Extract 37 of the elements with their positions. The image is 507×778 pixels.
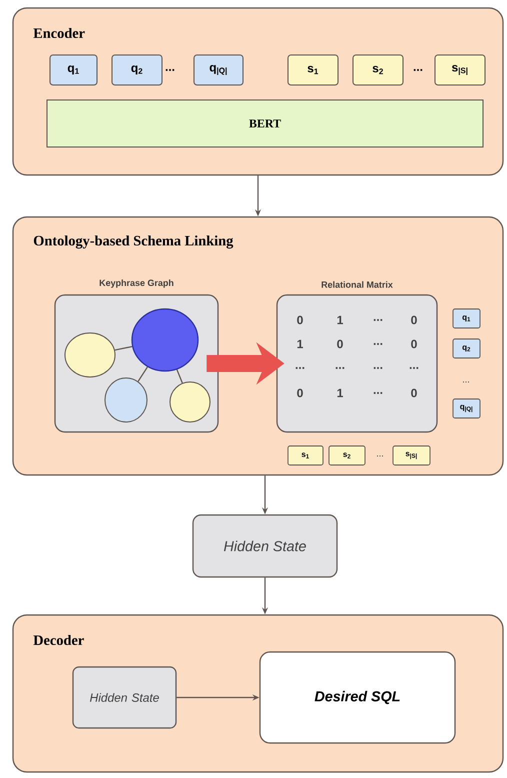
matrix-cell: 0 bbox=[297, 388, 303, 398]
matrix-cell: ... bbox=[374, 367, 382, 369]
matrix-cell: ... bbox=[410, 367, 418, 369]
connector-line bbox=[138, 366, 148, 382]
model-box: BERT bbox=[46, 100, 484, 148]
matrix-cell: 1 bbox=[337, 316, 343, 324]
connector-line bbox=[114, 346, 132, 351]
matrix-cell: ... bbox=[374, 392, 382, 394]
token-box: s$_{2}$ bbox=[352, 54, 404, 86]
ellipsis: ... bbox=[414, 69, 422, 71]
circle bbox=[64, 332, 116, 378]
connector-line bbox=[176, 369, 183, 384]
matrix-cell: ... bbox=[374, 319, 382, 321]
state-box: Hidden State bbox=[192, 514, 338, 578]
matrix-cell: 0 bbox=[411, 388, 417, 398]
matrix-cell: ... bbox=[296, 367, 304, 369]
ellipsis: ... bbox=[166, 69, 174, 71]
circle bbox=[131, 308, 199, 372]
circle bbox=[170, 382, 210, 422]
token-box: q$_{|Q|}$ bbox=[194, 54, 244, 86]
matrix-cell: 0 bbox=[337, 340, 343, 348]
token-box: q$_{2}$ bbox=[112, 54, 162, 86]
output-box: Desired SQL bbox=[259, 651, 456, 744]
matrix-cell: 1 bbox=[297, 340, 303, 348]
matrix-cell: 0 bbox=[411, 340, 417, 348]
token-box: s$_{|S|}$ bbox=[434, 54, 486, 86]
matrix-cell: ... bbox=[336, 367, 344, 369]
matrix-cell: 0 bbox=[297, 316, 303, 324]
node-label: Keyphrase Graph bbox=[100, 279, 174, 288]
token-box: q$_{1}$ bbox=[50, 54, 98, 86]
node-label: Relational Matrix bbox=[322, 281, 393, 288]
matrix-cell: 0 bbox=[411, 316, 417, 324]
circle bbox=[104, 378, 148, 422]
matrix-cell: ... bbox=[374, 343, 382, 345]
token-box: s$_{1}$ bbox=[288, 54, 338, 86]
state-box: Hidden State bbox=[72, 666, 177, 729]
matrix-cell: 1 bbox=[337, 388, 343, 398]
